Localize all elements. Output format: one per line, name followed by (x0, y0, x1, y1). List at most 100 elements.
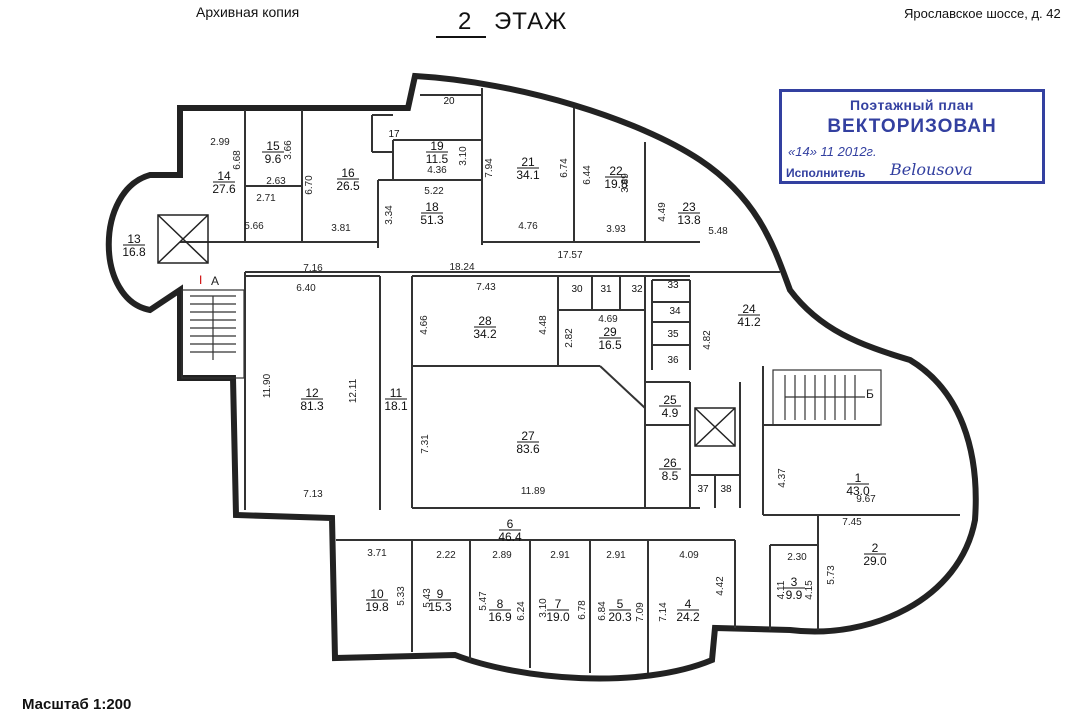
dimension-d-5-22: 5.22 (424, 186, 444, 197)
stamp-date: «14» 11 2012г. (788, 144, 877, 159)
room-area-16: 26.5 (336, 179, 360, 193)
room-number-14: 14 (217, 169, 231, 183)
room-number-26: 26 (663, 456, 677, 470)
dimension-labels: 2.996.68 3.66 2.63 2.71 6.70 3.81 5.66 3.10 4.36… (210, 137, 876, 622)
room-area-21: 34.1 (516, 168, 540, 182)
room-number-23: 23 (682, 200, 696, 214)
dimension-d-2-63: 2.63 (266, 176, 286, 187)
dimension-d-3-10b: 3.10 (538, 598, 549, 618)
dimension-d-6-70: 6.70 (304, 175, 315, 195)
dimension-d-3-66: 3.66 (283, 140, 294, 160)
dimension-d-3-81: 3.81 (331, 223, 351, 234)
dimension-d-4-82: 4.82 (702, 330, 713, 350)
dimension-d-6-68: 6.68 (232, 150, 243, 170)
stair-a-letter: А (211, 274, 219, 288)
dimension-d-3-93: 3.93 (606, 224, 626, 235)
dimension-d-6-84: 6.84 (597, 601, 608, 621)
room-number-13: 13 (127, 232, 141, 246)
dimension-d-6-78: 6.78 (577, 600, 588, 620)
dimension-d-4-11: 4.11 (776, 580, 787, 599)
dimension-d-7-14: 7.14 (658, 602, 669, 622)
room-area-5: 20.3 (608, 610, 632, 624)
dimension-d-6-40: 6.40 (296, 283, 316, 294)
dimension-d-4-49: 4.49 (657, 202, 668, 222)
room-area-3: 9.9 (786, 588, 803, 602)
room-number-22: 22 (609, 164, 623, 178)
dimension-d-5-43: 5.43 (422, 588, 433, 608)
dimension-d-4-37: 4.37 (777, 468, 788, 488)
dimension-d-7-94: 7.94 (484, 158, 495, 178)
dimension-d-2-30: 2.30 (787, 552, 807, 563)
inner-walls (180, 88, 960, 673)
dimension-d-6-24: 6.24 (516, 601, 527, 621)
room-area-8: 16.9 (488, 610, 512, 624)
room-number-31: 31 (600, 284, 612, 295)
dimension-d-11-89: 11.89 (521, 486, 546, 497)
dimension-d-5-73: 5.73 (826, 565, 837, 585)
dimension-d-4-09: 4.09 (679, 550, 699, 561)
room-area-28: 34.2 (473, 327, 497, 341)
dimension-d-4-66: 4.66 (419, 315, 430, 335)
dimension-d-3-89: 3.89 (620, 173, 631, 193)
room-number-38: 38 (720, 484, 732, 495)
room-number-33: 33 (667, 280, 679, 291)
floor-number: 2 (436, 8, 487, 38)
room-area-26: 8.5 (662, 469, 679, 483)
floor-title: 2 ЭТАЖ (436, 8, 567, 38)
room-number-8: 8 (497, 597, 504, 611)
address-label: Ярославское шоссе, д. 42 (904, 6, 1061, 21)
room-number-5: 5 (617, 597, 624, 611)
room-number-4: 4 (685, 597, 692, 611)
stair-b (772, 369, 882, 426)
room-number-29: 29 (603, 325, 617, 339)
dimension-d-2-82: 2.82 (564, 328, 575, 348)
stair-a (181, 289, 245, 379)
outer-wall-contour (105, 72, 979, 682)
elevator-b (694, 407, 736, 447)
room-area-14: 27.6 (212, 182, 236, 196)
dimension-d-17-57: 17.57 (557, 250, 582, 261)
room-area-18: 51.3 (420, 213, 444, 227)
dimension-d-5-66: 5.66 (244, 221, 264, 232)
room-area-24: 41.2 (737, 315, 761, 329)
room-number-36: 36 (667, 355, 679, 366)
archive-label: Архивная копия (196, 4, 300, 20)
dimension-d-5-47: 5.47 (478, 591, 489, 611)
room-number-20: 20 (443, 96, 455, 107)
scale-label: Масштаб 1:200 (22, 696, 132, 713)
room-area-12: 81.3 (300, 399, 324, 413)
room-number-12: 12 (305, 386, 319, 400)
dimension-d-4-36: 4.36 (427, 165, 447, 176)
room-number-21: 21 (521, 155, 535, 169)
dimension-d-4-42: 4.42 (715, 576, 726, 596)
dimension-d-5-33: 5.33 (396, 586, 407, 606)
dimension-d-3-10: 3.10 (458, 146, 469, 166)
room-number-25: 25 (663, 393, 677, 407)
room-number-10: 10 (370, 587, 384, 601)
dimension-d-2-71: 2.71 (256, 193, 276, 204)
dimension-d-7-45: 7.45 (842, 517, 862, 528)
stair-b-letter: Б (866, 387, 874, 401)
dimension-d-2-22: 2.22 (436, 550, 456, 561)
dimension-d-7-13: 7.13 (303, 489, 323, 500)
room-number-11: 11 (390, 386, 403, 400)
room-area-4: 24.2 (676, 610, 700, 624)
stamp-line-2: ВЕКТОРИЗОВАН (827, 116, 997, 137)
dimension-d-4-48: 4.48 (538, 315, 549, 335)
room-area-9: 15.3 (428, 600, 452, 614)
dimension-d-6-44: 6.44 (582, 165, 593, 185)
room-area-29: 16.5 (598, 338, 622, 352)
room-labels: 143.0229.039.9424.2520.3646.4719.0816.99… (122, 96, 887, 624)
room-area-13: 16.8 (122, 245, 146, 259)
dimension-d-2-99: 2.99 (210, 137, 230, 148)
room-area-11: 18.1 (384, 399, 408, 413)
room-number-15: 15 (266, 139, 280, 153)
room-number-19: 19 (430, 139, 444, 153)
dimension-d-2-89: 2.89 (492, 550, 512, 561)
room-number-28: 28 (478, 314, 492, 328)
room-number-16: 16 (341, 166, 355, 180)
stamp-line-1: Поэтажный план (849, 97, 975, 113)
dimension-d-2-91a: 2.91 (550, 550, 570, 561)
dimension-d-3-34: 3.34 (384, 205, 395, 225)
